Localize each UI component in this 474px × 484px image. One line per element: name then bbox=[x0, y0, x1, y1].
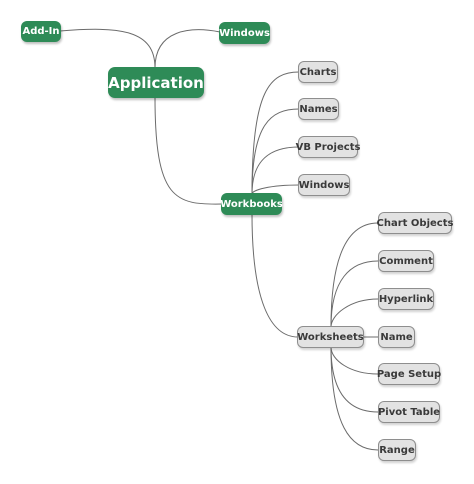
node-workbooks[interactable]: Workbooks bbox=[220, 193, 283, 215]
node-page-setup[interactable]: Page Setup bbox=[377, 363, 441, 385]
node-range[interactable]: Range bbox=[378, 439, 416, 461]
link-application-windows bbox=[154, 29, 221, 69]
node-add-in[interactable]: Add-In bbox=[21, 21, 61, 42]
link-application-workbooks bbox=[154, 96, 223, 205]
link-worksheets-comment bbox=[330, 260, 379, 328]
node-application[interactable]: Application bbox=[108, 67, 204, 98]
node-charts[interactable]: Charts bbox=[298, 61, 338, 83]
node-pivot-table[interactable]: Pivot Table bbox=[378, 401, 440, 423]
link-worksheets-page-setup bbox=[330, 346, 379, 375]
node-hyperlink[interactable]: Hyperlink bbox=[378, 288, 434, 310]
link-worksheets-chart-objects bbox=[330, 222, 379, 328]
link-workbooks-worksheets bbox=[251, 213, 299, 338]
link-application-add-in bbox=[59, 28, 156, 69]
node-chart-objects[interactable]: Chart Objects bbox=[377, 212, 453, 234]
node-vb-projects[interactable]: VB Projects bbox=[296, 136, 360, 158]
node-windows-top[interactable]: Windows bbox=[219, 22, 270, 44]
link-worksheets-range bbox=[330, 346, 379, 451]
link-workbooks-charts bbox=[251, 71, 300, 195]
node-worksheets[interactable]: Worksheets bbox=[297, 326, 364, 348]
node-comment[interactable]: Comment bbox=[378, 250, 434, 272]
link-workbooks-names bbox=[251, 108, 300, 195]
link-workbooks-windows bbox=[251, 184, 300, 195]
link-worksheets-hyperlink bbox=[330, 298, 379, 328]
node-names[interactable]: Names bbox=[298, 98, 339, 120]
link-worksheets-pivot-table bbox=[330, 346, 379, 413]
link-workbooks-vb-projects bbox=[251, 146, 300, 195]
node-windows-workbooks[interactable]: Windows bbox=[298, 174, 350, 196]
node-name[interactable]: Name bbox=[378, 326, 415, 348]
